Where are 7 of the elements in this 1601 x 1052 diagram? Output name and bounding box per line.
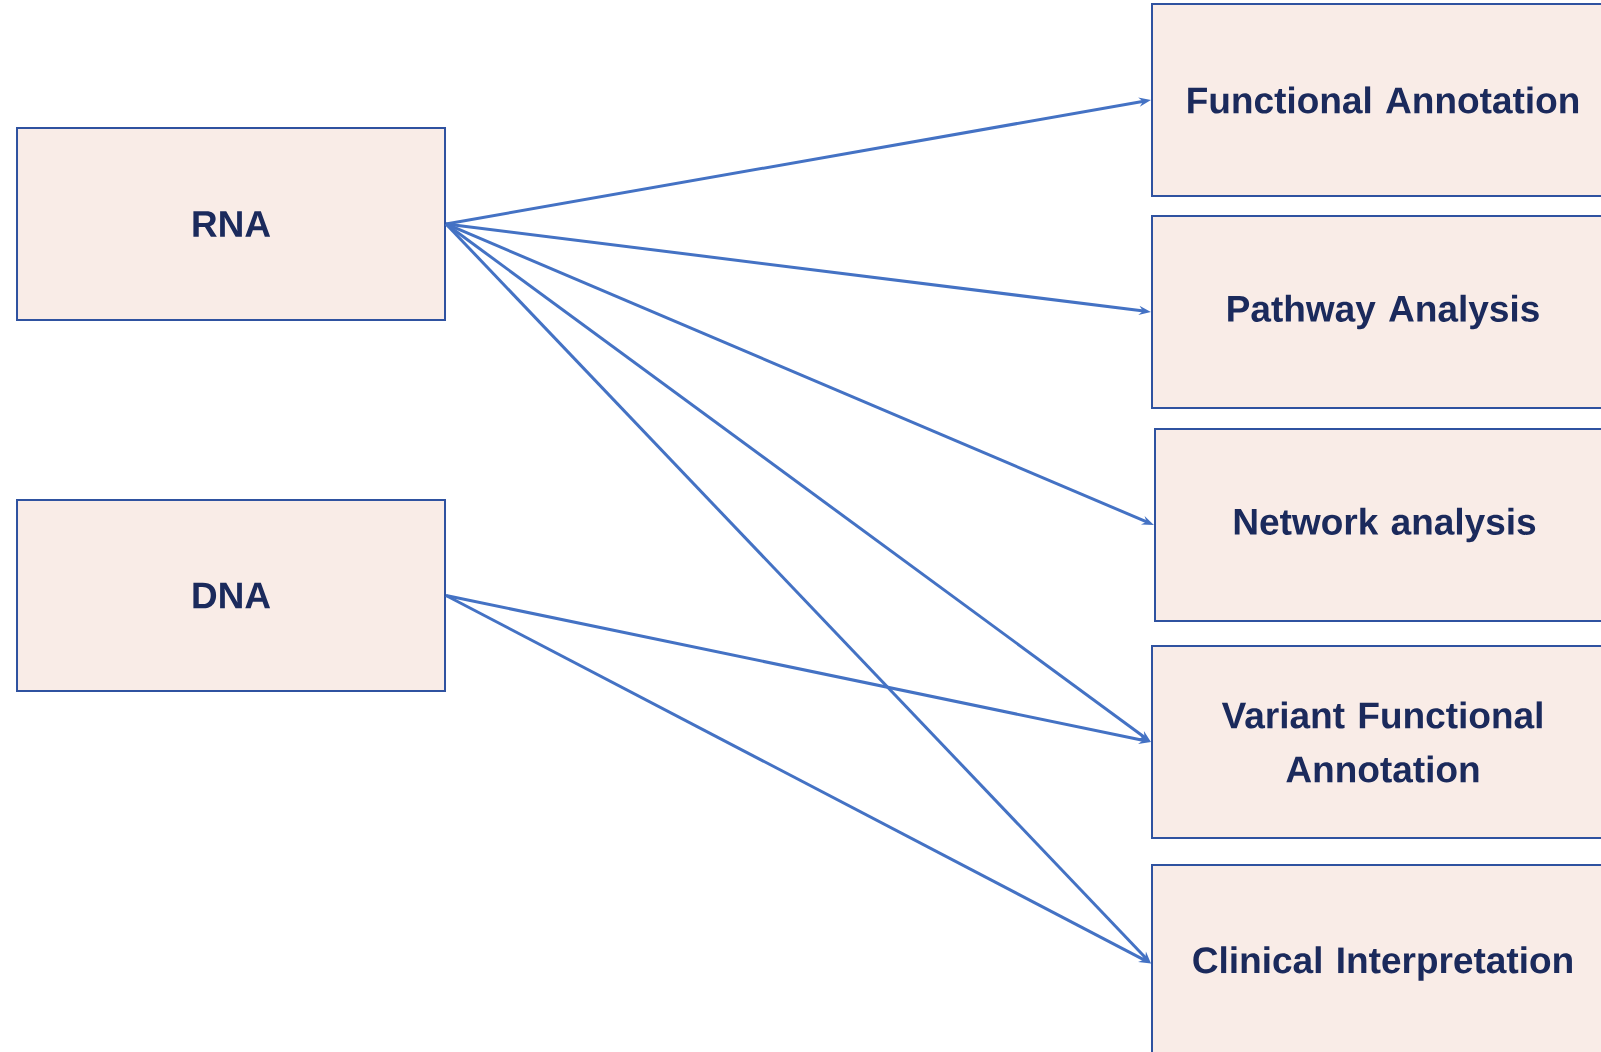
process-box: RNA [16, 127, 446, 321]
process-box: Variant Functional Annotation [1151, 645, 1601, 839]
process-box: Pathway Analysis [1151, 215, 1601, 409]
process-box: Network analysis [1154, 428, 1601, 622]
process-box: DNA [16, 499, 446, 692]
process-box: Functional Annotation [1151, 3, 1601, 197]
process-box: Clinical Interpretation [1151, 864, 1601, 1052]
